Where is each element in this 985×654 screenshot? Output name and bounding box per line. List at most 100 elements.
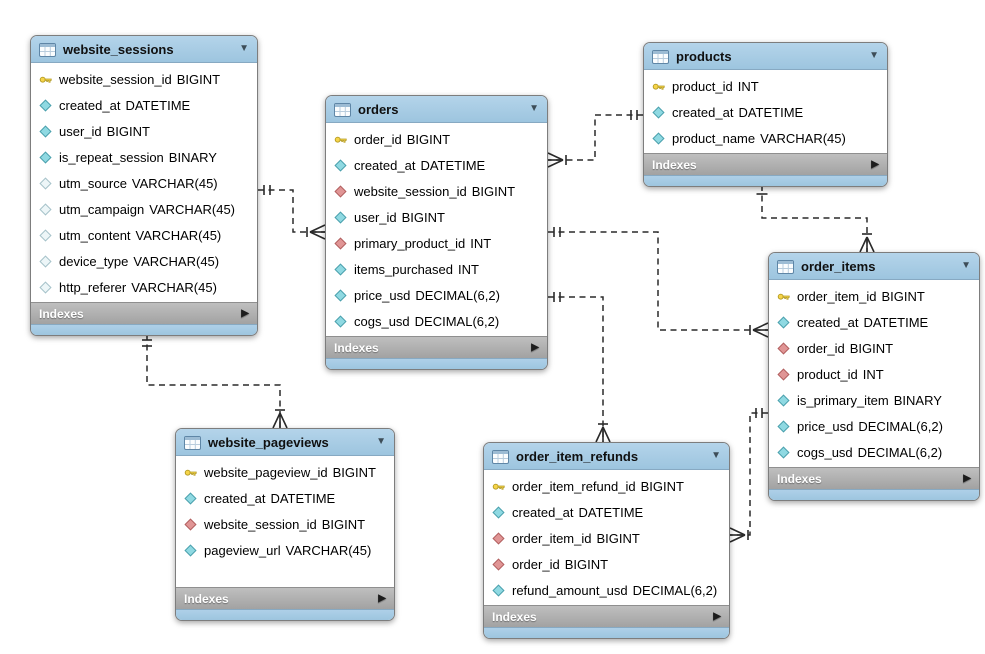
table-header[interactable]: orders▼ <box>326 96 547 123</box>
column-type: VARCHAR(45) <box>135 227 222 243</box>
relationship-orders-order_items[interactable] <box>548 227 769 338</box>
collapse-caret-icon[interactable]: ▼ <box>711 450 721 461</box>
table-header[interactable]: products▼ <box>644 43 887 70</box>
column-type: INT <box>458 261 479 277</box>
expand-arrow-icon[interactable]: ▶ <box>963 472 971 484</box>
expand-arrow-icon[interactable]: ▶ <box>713 610 721 622</box>
primary-key-icon <box>39 73 52 86</box>
indexes-section[interactable]: Indexes ▶ <box>176 587 394 609</box>
collapse-caret-icon[interactable]: ▼ <box>376 436 386 447</box>
expand-arrow-icon[interactable]: ▶ <box>378 592 386 604</box>
column-name: website_session_id <box>204 516 317 532</box>
relationship-website_sessions-orders[interactable] <box>258 185 326 240</box>
column-name: refund_amount_usd <box>512 582 628 598</box>
filled-diamond-icon <box>334 210 347 224</box>
foreign-key-diamond-icon <box>492 557 505 571</box>
expand-arrow-icon[interactable]: ▶ <box>241 307 249 319</box>
column-type: VARCHAR(45) <box>760 130 846 146</box>
expand-arrow-icon[interactable]: ▶ <box>531 341 539 353</box>
expand-arrow-icon[interactable]: ▶ <box>871 158 879 170</box>
table-header[interactable]: website_sessions▼ <box>31 36 257 63</box>
column-name: http_referer <box>59 279 127 295</box>
indexes-section[interactable]: Indexes ▶ <box>769 467 979 489</box>
hollow-diamond-icon <box>39 176 52 190</box>
column-name: created_at <box>797 314 859 330</box>
collapse-caret-icon[interactable]: ▼ <box>961 260 971 271</box>
filled-diamond-icon <box>777 393 790 407</box>
relationship-website_sessions-website_pageviews[interactable] <box>142 334 288 429</box>
column-name: price_usd <box>797 418 854 434</box>
table-grid-icon <box>39 42 56 57</box>
collapse-caret-icon[interactable]: ▼ <box>239 43 249 54</box>
filled-diamond-icon <box>777 315 790 329</box>
table-title: order_items <box>801 258 876 274</box>
column-type: VARCHAR(45) <box>149 201 235 217</box>
column-name: utm_campaign <box>59 201 145 217</box>
table-header[interactable]: order_items ▼ <box>769 253 979 280</box>
foreign-key-diamond-icon <box>334 236 347 250</box>
column-type: DECIMAL(6,2) <box>632 582 718 598</box>
indexes-section[interactable]: Indexes▶ <box>644 153 887 175</box>
primary-key-icon <box>777 290 790 303</box>
indexes-label: Indexes <box>184 591 229 606</box>
table-header[interactable]: website_pageviews▼ <box>176 429 394 456</box>
relationship-orders-order_item_refunds[interactable] <box>548 292 611 443</box>
indexes-section[interactable]: Indexes▶ <box>484 605 729 627</box>
column-type: BINARY <box>893 392 942 408</box>
filled-diamond-icon <box>184 491 197 505</box>
column-type: DATETIME <box>270 490 336 506</box>
relationship-products-orders[interactable] <box>547 110 643 168</box>
indexes-label: Indexes <box>777 471 822 486</box>
collapse-caret-icon[interactable]: ▼ <box>529 103 539 114</box>
column-type: BINARY <box>168 149 217 165</box>
collapse-caret-icon[interactable]: ▼ <box>869 50 879 61</box>
indexes-section[interactable]: Indexes▶ <box>31 302 257 324</box>
indexes-section[interactable]: Indexes▶ <box>326 336 547 358</box>
primary-key-icon <box>334 133 347 146</box>
table-header[interactable]: order_item_refunds▼ <box>484 443 729 470</box>
primary-key-icon <box>492 480 505 493</box>
relationship-order_items-order_item_refunds[interactable] <box>729 408 768 543</box>
relationship-products-order_items[interactable] <box>756 185 875 253</box>
column-name: product_id <box>797 366 858 382</box>
